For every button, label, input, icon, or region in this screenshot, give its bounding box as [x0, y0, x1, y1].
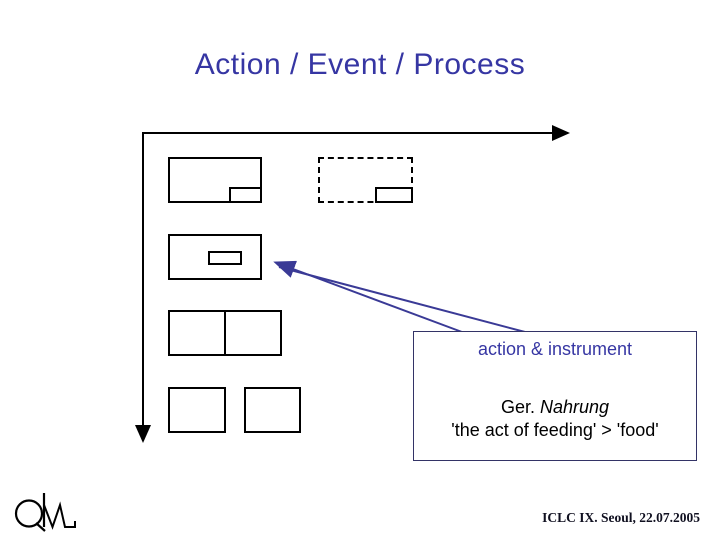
- box-embedded-subpart: [208, 251, 242, 265]
- box-action-with-embedded-part: [168, 234, 262, 280]
- callout-box: action & instrument Ger. Nahrung 'the ac…: [413, 331, 697, 461]
- qm-monogram-logo: [14, 493, 76, 532]
- box-action-with-result: [168, 157, 262, 203]
- connector-line-1: [273, 260, 463, 333]
- box-split-divider: [224, 312, 226, 354]
- example-lexeme: Nahrung: [539, 397, 610, 417]
- callout-example-gloss: 'the act of feeding' > 'food': [451, 419, 659, 440]
- box-separate-right: [244, 387, 301, 433]
- box-result-subpart: [375, 187, 413, 203]
- box-result-subpart: [229, 187, 262, 203]
- callout-example: Ger. Nahrung 'the act of feeding' > 'foo…: [414, 396, 696, 441]
- page-title: Action / Event / Process: [194, 48, 526, 81]
- footer-credit: ICLC IX. Seoul, 22.07.2005: [542, 510, 700, 525]
- callout-example-word: Ger. Nahrung: [414, 396, 696, 419]
- box-split-pair: [168, 310, 282, 356]
- box-separate-left: [168, 387, 226, 433]
- box-faded-action-with-result: [318, 157, 413, 203]
- callout-heading: action & instrument: [477, 339, 633, 359]
- connector-line-2: [278, 266, 526, 333]
- example-language-prefix: Ger.: [500, 397, 535, 417]
